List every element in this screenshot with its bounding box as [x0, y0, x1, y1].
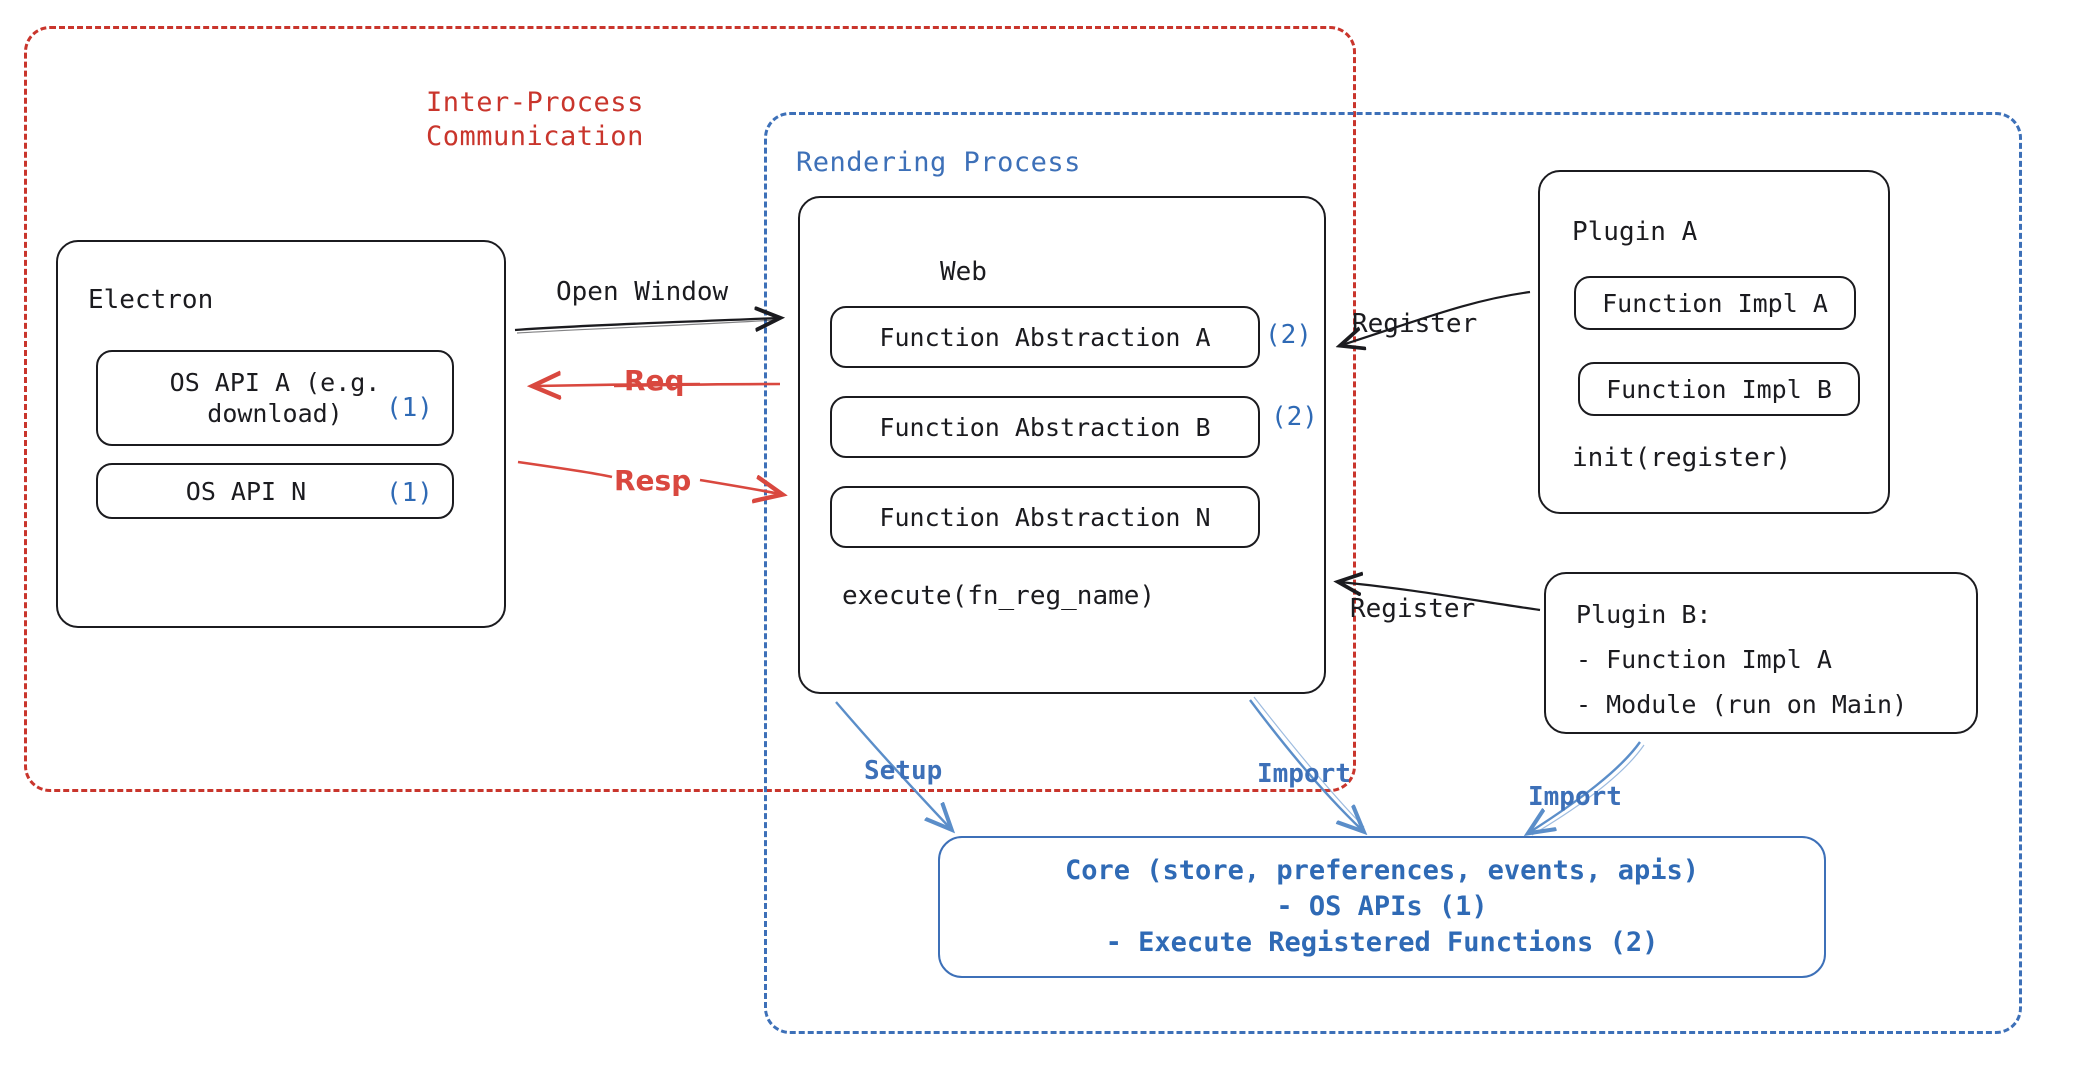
- function-impl-b-label: Function Impl B: [1606, 374, 1832, 404]
- edge-label-setup: Setup: [864, 756, 943, 786]
- core-container[interactable]: [938, 836, 1826, 978]
- function-impl-a-box[interactable]: [1574, 276, 1856, 330]
- function-abstraction-n-label: Function Abstraction N: [879, 502, 1211, 532]
- plugin-a-container[interactable]: [1538, 170, 1890, 514]
- plugin-a-title: Plugin A: [1572, 217, 1698, 247]
- edge-label-open-window: Open Window: [556, 277, 729, 307]
- electron-title: Electron: [88, 285, 214, 315]
- web-title: Web: [940, 257, 987, 287]
- plugin-b-title: Plugin B:: [1576, 600, 1712, 629]
- plugin-b-item-0: - Function Impl A: [1576, 645, 1832, 674]
- plugin-b-item-1: - Module (run on Main): [1576, 690, 1908, 719]
- function-abstraction-a-label: Function Abstraction A: [879, 322, 1211, 352]
- os-api-a-tag: (1): [386, 393, 433, 423]
- os-api-a-box[interactable]: [96, 350, 454, 446]
- region-rendering-process: [764, 112, 2022, 1034]
- function-abstraction-a-box[interactable]: [830, 306, 1260, 368]
- edge-label-import-plugin-b: Import: [1528, 782, 1622, 812]
- os-api-n-label: OS API N: [185, 476, 307, 506]
- edge-label-register-plugin-b: Register: [1350, 594, 1476, 624]
- web-execute-method: execute(fn_reg_name): [842, 581, 1156, 611]
- edge-label-register-plugin-a: Register: [1352, 309, 1478, 339]
- core-line-1: - OS APIs (1): [1276, 891, 1488, 922]
- edge-label-req: Req: [624, 364, 685, 397]
- function-abstraction-b-label: Function Abstraction B: [879, 412, 1211, 442]
- function-abstraction-a-tag: (2): [1265, 320, 1312, 350]
- core-content: Core (store, preferences, events, apis) …: [938, 836, 1826, 978]
- plugin-a-init-method: init(register): [1572, 443, 1792, 473]
- plugin-b-container[interactable]: [1544, 572, 1978, 734]
- function-impl-a-label: Function Impl A: [1602, 288, 1828, 318]
- region-label-ipc: Inter-Process Communication: [426, 87, 644, 152]
- os-api-n-box[interactable]: [96, 463, 454, 519]
- region-inter-process-communication: [24, 26, 1356, 792]
- core-line-2: - Execute Registered Functions (2): [1105, 927, 1659, 958]
- core-line-0: Core (store, preferences, events, apis): [1065, 855, 1699, 886]
- function-abstraction-b-box[interactable]: [830, 396, 1260, 458]
- function-abstraction-b-tag: (2): [1271, 402, 1318, 432]
- os-api-a-label: OS API A (e.g. download): [169, 368, 381, 428]
- edge-label-resp: Resp: [614, 464, 692, 497]
- region-label-rendering-process: Rendering Process: [796, 147, 1081, 178]
- function-abstraction-n-box[interactable]: [830, 486, 1260, 548]
- edge-label-import-web: Import: [1257, 759, 1351, 789]
- plugin-b-content: Plugin B: - Function Impl A - Module (ru…: [1576, 592, 1907, 727]
- os-api-n-tag: (1): [386, 478, 433, 508]
- function-impl-b-box[interactable]: [1578, 362, 1860, 416]
